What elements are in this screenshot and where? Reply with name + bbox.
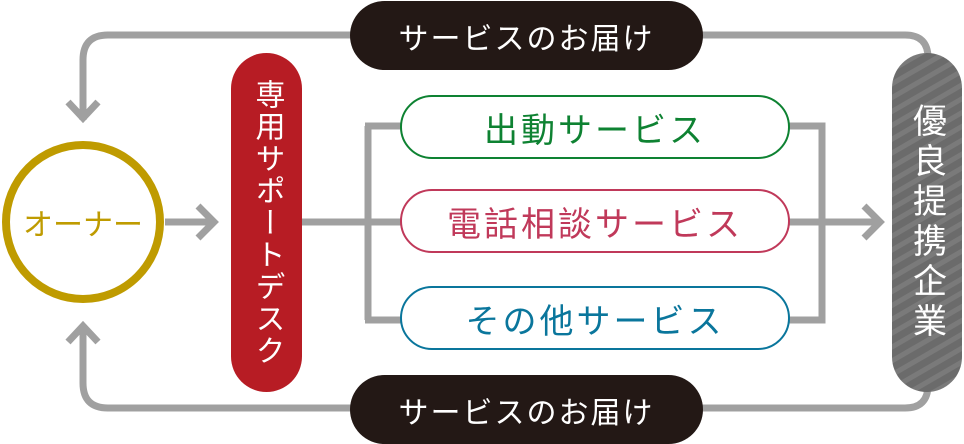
up-arrow-icon	[65, 320, 101, 345]
owner-node: オーナー	[6, 145, 160, 299]
owner-circle	[2, 141, 164, 303]
top-right-line	[700, 31, 932, 59]
delivery-bottom-label: サービスのお届け	[398, 395, 655, 431]
phone-consult-service-node: 電話相談サービス	[400, 189, 790, 253]
partner-label: 優良提携企業	[906, 102, 947, 343]
partner-pill-bg	[892, 53, 962, 392]
bottom-return-line	[79, 330, 360, 412]
support-desk-node: 専用サポートデスク	[231, 53, 302, 392]
dispatch-service-label: 出動サービス	[484, 110, 706, 151]
phone-consult-service-label: 電話相談サービス	[447, 204, 743, 245]
top-return-line	[79, 31, 360, 120]
right-arrow-icon	[195, 203, 219, 241]
delivery-top-pill: サービスのお届け	[350, 1, 703, 70]
owner-label: オーナー	[23, 208, 143, 243]
desk-to-services-line	[300, 122, 402, 324]
down-arrow-icon	[65, 99, 101, 124]
right-arrow-icon	[861, 203, 885, 241]
dispatch-service-node: 出動サービス	[400, 95, 790, 159]
other-service-label: その他サービス	[465, 301, 725, 342]
partner-node: 優良提携企業	[892, 53, 962, 392]
bottom-right-line	[700, 384, 932, 412]
other-service-node: その他サービス	[400, 286, 790, 350]
services-to-partner-line	[788, 122, 880, 324]
delivery-bottom-pill: サービスのお届け	[350, 375, 703, 444]
support-desk-label: 専用サポートデスク	[249, 78, 285, 367]
delivery-top-label: サービスのお届け	[398, 21, 655, 57]
